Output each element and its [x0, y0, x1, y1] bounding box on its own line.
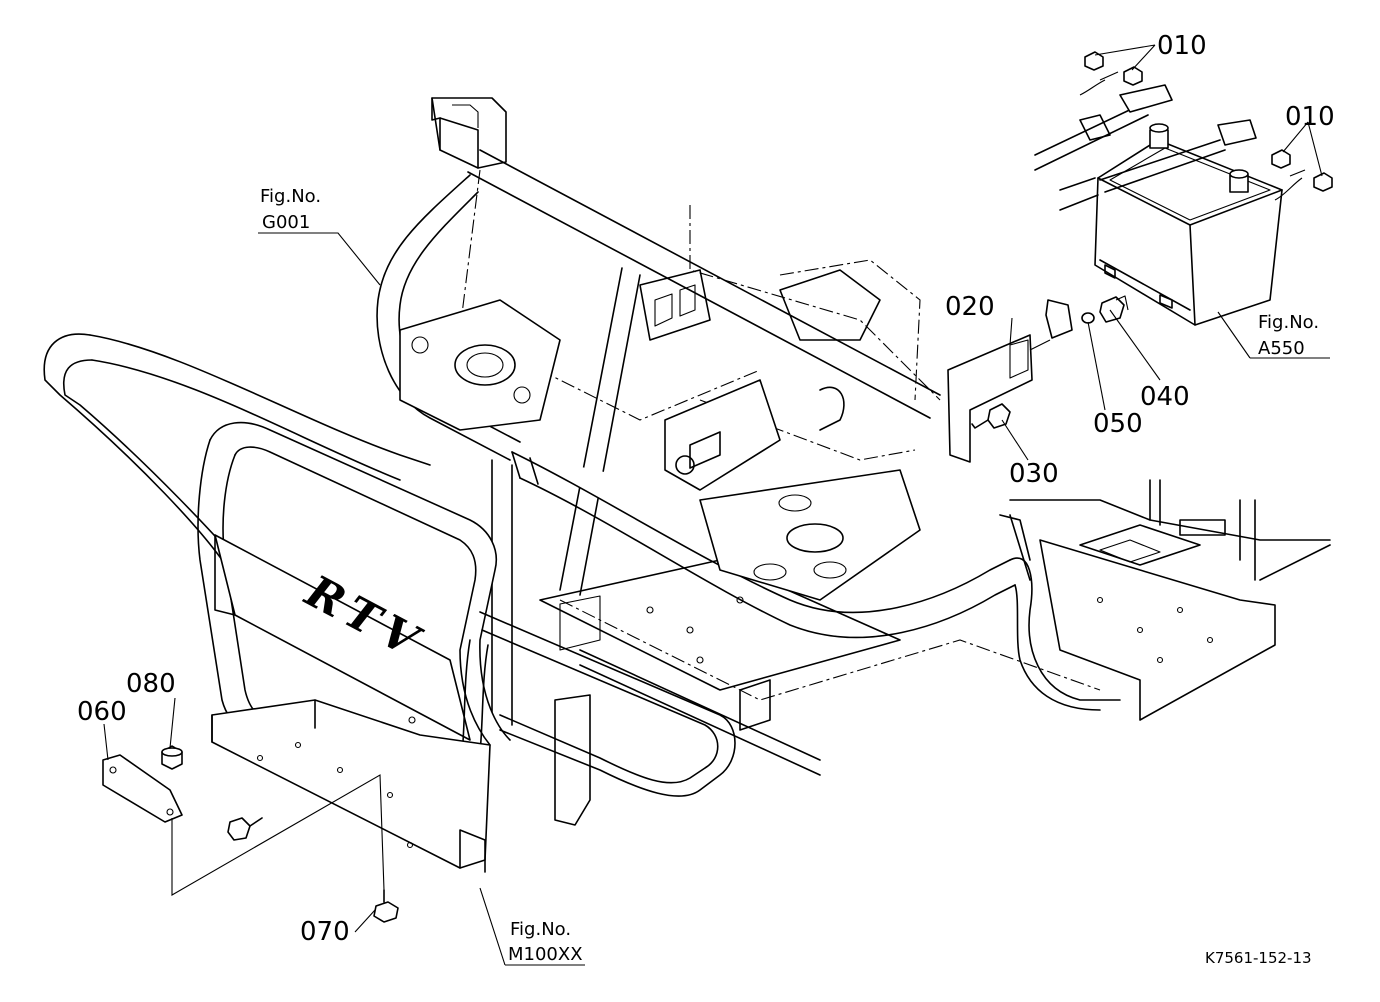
fig-a550-caption: Fig.No.: [1258, 312, 1319, 333]
part-labels: 010 010 020 030 040 050 060 070 080: [77, 31, 1335, 947]
fig-m100xx-caption: Fig.No.: [510, 919, 571, 940]
label-040: 040: [1140, 382, 1190, 412]
vehicle-frame: [376, 97, 1331, 826]
fig-m100xx-number: M100XX: [508, 944, 583, 965]
drawing-code: K7561-152-13: [1205, 949, 1312, 967]
label-070: 070: [300, 917, 350, 947]
fig-a550-number: A550: [1258, 338, 1305, 359]
figure-references: Fig.No. G001 Fig.No. A550 Fig.No. M100XX: [260, 186, 1319, 965]
battery: [1094, 123, 1283, 326]
label-060: 060: [77, 697, 127, 727]
front-guard: RTV: [43, 333, 736, 873]
leader-lines: [103, 44, 1330, 966]
label-050: 050: [1093, 409, 1143, 439]
label-020: 020: [945, 292, 995, 322]
fig-g001-number: G001: [262, 212, 310, 233]
front-hardware: [102, 745, 399, 923]
label-010-upper: 010: [1157, 31, 1207, 61]
battery-cables: [1034, 84, 1257, 211]
label-010-right: 010: [1285, 102, 1335, 132]
fig-g001-caption: Fig.No.: [260, 186, 321, 207]
terminal-nuts: [1079, 51, 1333, 201]
label-030: 030: [1009, 459, 1059, 489]
battery-bracket: [947, 295, 1129, 463]
label-080: 080: [126, 669, 176, 699]
